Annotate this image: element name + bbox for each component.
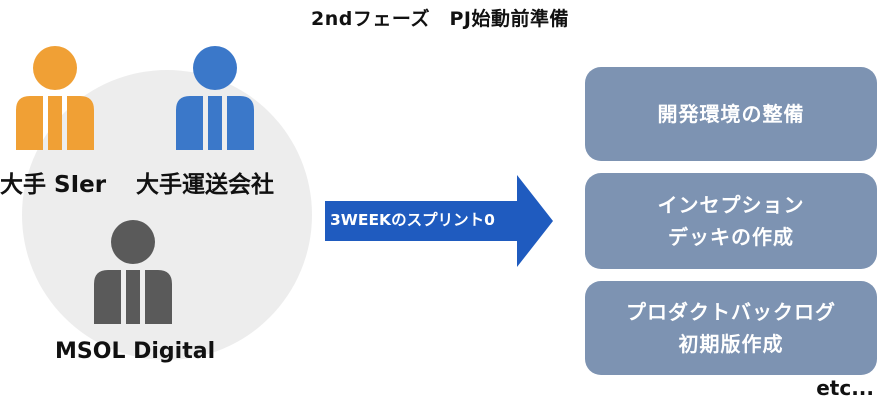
task-box-product-backlog: プロダクトバックログ 初期版作成 [585,281,877,375]
person-unso-icon [172,44,258,150]
person-body [176,96,254,150]
task-box-line: 開発環境の整備 [657,102,805,126]
diagram-title: 2ndフェーズ PJ始動前準備 [311,8,569,30]
person-label-sier: 大手 SIer [0,172,107,198]
person-msol-icon [90,218,176,324]
task-box-line: デッキの作成 [668,225,794,249]
task-box-inception-deck: インセプション デッキの作成 [585,173,877,269]
sprint-arrow [325,175,553,271]
person-body [94,270,172,324]
task-box-line: インセプション [657,193,805,217]
person-head [33,46,77,90]
sprint-arrow-shape [325,175,553,267]
person-head [111,220,155,264]
task-box-dev-env: 開発環境の整備 [585,67,877,161]
task-box-line: プロダクトバックログ [626,300,836,324]
person-head [193,46,237,90]
person-label-unso: 大手運送会社 [136,172,274,198]
sprint-arrow-label: 3WEEKのスプリント0 [330,211,495,229]
etc-label: etc... [816,376,874,400]
person-label-msol: MSOL Digital [55,339,216,364]
person-sier-icon [12,44,98,150]
task-box-line: 初期版作成 [678,332,784,356]
person-body [16,96,94,150]
